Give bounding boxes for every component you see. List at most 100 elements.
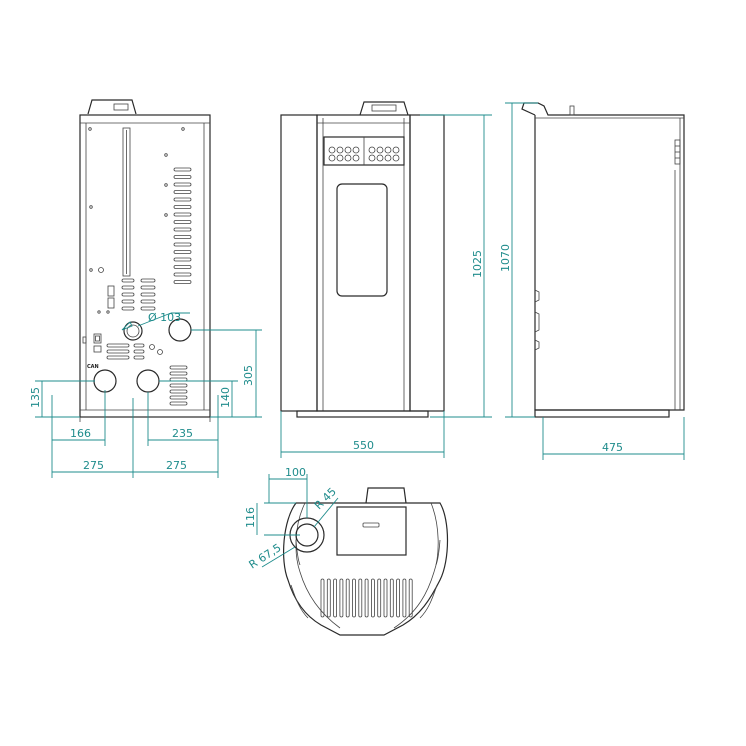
- front-window: [336, 183, 388, 297]
- vent-slot: [173, 212, 192, 217]
- rear-vent-grid-right: [173, 167, 192, 284]
- front-door: [316, 114, 411, 412]
- rear-switch: [93, 333, 102, 344]
- rear-vent-bottom-left: [106, 343, 163, 360]
- vent-slot: [364, 578, 369, 618]
- rear-dimensions: 166 235 275 275 135 140 305: [29, 329, 262, 478]
- control-knob: [376, 154, 384, 162]
- rear-view: CAN Ø 103: [79, 99, 211, 422]
- vent-slot: [140, 278, 156, 283]
- side-body-outline: [521, 102, 685, 411]
- top-right-arc: [419, 584, 438, 619]
- dim-166-label: 166: [70, 427, 91, 440]
- vent-slot: [169, 389, 188, 394]
- vent-slot: [140, 306, 156, 311]
- can-label: CAN: [87, 364, 99, 370]
- control-knob: [352, 146, 360, 154]
- top-vent-grid: [320, 578, 413, 618]
- vent-slot: [169, 401, 188, 406]
- vent-slot: [140, 292, 156, 297]
- vent-slot: [173, 220, 192, 224]
- vent-slot: [133, 343, 145, 348]
- vent-slot: [345, 578, 350, 618]
- vent-slot: [173, 242, 192, 247]
- rear-pipe-left: [93, 369, 117, 393]
- vent-slot: [326, 578, 331, 618]
- vent-slot: [169, 395, 188, 400]
- rear-pipe-right: [136, 369, 160, 393]
- vent-slot: [173, 175, 192, 179]
- front-control-knobs: [328, 146, 400, 162]
- vent-slot: [173, 257, 192, 262]
- dim-275-right-label: 275: [166, 459, 187, 472]
- vent-slot: [173, 272, 192, 277]
- vent-slot: [377, 578, 382, 618]
- control-knob: [368, 154, 376, 162]
- vent-slot: [106, 349, 130, 354]
- top-left-arc: [290, 584, 309, 619]
- vent-slot: [396, 578, 401, 618]
- control-knob: [376, 146, 384, 154]
- vent-slot: [133, 349, 145, 354]
- control-knob: [344, 146, 352, 154]
- vent-slot: [140, 285, 156, 290]
- vent-slot: [389, 578, 394, 618]
- vent-slot: [173, 280, 192, 284]
- control-knob: [352, 154, 360, 162]
- top-view: [283, 487, 449, 636]
- rear-socket: [93, 345, 102, 353]
- front-left-panel: [280, 114, 318, 412]
- vent-slot: [106, 343, 130, 348]
- front-right-panel: [409, 114, 445, 412]
- side-view: [521, 102, 685, 418]
- top-hatch: [336, 506, 407, 556]
- control-knob: [328, 146, 336, 154]
- vent-slot: [320, 578, 325, 618]
- rear-port: [157, 349, 163, 355]
- vent-slot: [169, 371, 188, 376]
- dim-1025-label: 1025: [471, 250, 484, 278]
- vent-slot: [352, 578, 356, 618]
- rear-vent-bottom-right: [169, 365, 188, 406]
- rear-flue-outlet: [123, 321, 143, 341]
- side-dimensions: 1070 475: [499, 102, 685, 460]
- vent-slot: [173, 227, 192, 232]
- vent-slot: [121, 285, 135, 290]
- vent-slot: [121, 299, 135, 304]
- control-knob: [368, 146, 376, 154]
- dim-235-label: 235: [172, 427, 193, 440]
- dim-305-label: 305: [242, 365, 255, 386]
- vent-slot: [169, 383, 188, 388]
- dim-475-label: 475: [602, 441, 623, 454]
- dim-r675-label: R 67,5: [247, 541, 284, 571]
- front-base: [296, 410, 429, 418]
- control-knob: [384, 154, 392, 162]
- vent-slot: [173, 235, 192, 239]
- front-dimensions: 550 1025: [280, 114, 492, 458]
- rear-handle: [87, 99, 137, 115]
- vent-slot: [173, 182, 192, 187]
- dim-1070-label: 1070: [499, 244, 512, 272]
- control-knob: [344, 154, 352, 162]
- dim-550-label: 550: [353, 439, 374, 452]
- diameter-label: Ø 103: [148, 311, 181, 324]
- vent-slot: [121, 306, 135, 311]
- vent-slot: [121, 278, 135, 283]
- control-knob: [384, 146, 392, 154]
- control-knob: [392, 154, 400, 162]
- control-knob: [328, 154, 336, 162]
- front-view: [280, 101, 445, 418]
- dim-135-label: 135: [29, 387, 42, 408]
- rear-component: [107, 285, 115, 297]
- vent-slot: [383, 578, 388, 618]
- side-top-knob: [569, 105, 575, 116]
- vent-slot: [339, 578, 344, 618]
- rear-body-outline: [79, 114, 211, 418]
- vent-slot: [169, 365, 188, 370]
- vent-slot: [173, 190, 192, 194]
- control-knob: [336, 146, 344, 154]
- dim-r45-label: R 45: [312, 485, 339, 512]
- dim-116-label: 116: [244, 507, 257, 528]
- vent-slot: [408, 578, 413, 618]
